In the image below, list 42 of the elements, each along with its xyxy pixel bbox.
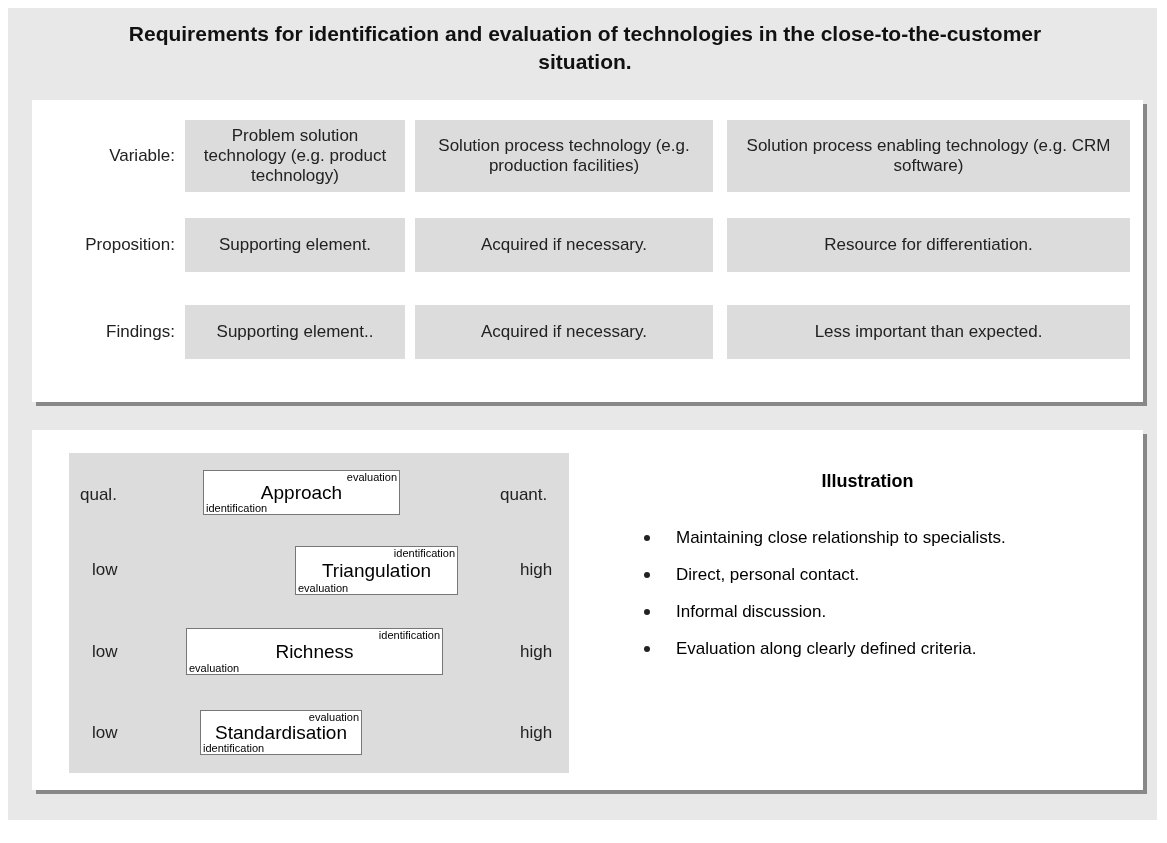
table-cell: Problem solution technology (e.g. product technology) bbox=[185, 120, 405, 192]
scale-label: quant. bbox=[500, 484, 549, 506]
title: Requirements for identification and evaluation of technologies in the close-to-the-customer situation. bbox=[127, 21, 1043, 75]
scale-bar bbox=[200, 710, 362, 755]
row-label: Proposition: bbox=[84, 234, 175, 256]
bullet-text: Informal discussion. bbox=[676, 602, 827, 622]
bar-label: Approach bbox=[259, 481, 344, 504]
table-cell: Resource for differentiation. bbox=[727, 218, 1130, 272]
table-cell: Solution process enabling technology (e.g. CRM software) bbox=[727, 120, 1130, 192]
corner-label: evaluation bbox=[308, 711, 359, 723]
table-cell: Supporting element. bbox=[185, 218, 405, 272]
row-label: Findings: bbox=[105, 321, 175, 343]
scale-bar bbox=[203, 470, 400, 515]
scale-label: low bbox=[92, 559, 119, 581]
bar-label: Triangulation bbox=[320, 559, 433, 582]
table-cell: Less important than expected. bbox=[727, 305, 1130, 359]
corner-label: evaluation bbox=[298, 582, 349, 594]
scale-bar bbox=[295, 546, 458, 595]
corner-label: identification bbox=[203, 742, 265, 754]
scale-bar bbox=[186, 628, 443, 675]
table-cell: Supporting element.. bbox=[185, 305, 405, 359]
bullet-text: Evaluation along clearly defined criteria. bbox=[676, 639, 977, 659]
scale-label: high bbox=[520, 641, 554, 663]
table-cell: Acquired if necessary. bbox=[415, 305, 713, 359]
corner-label: identification bbox=[393, 547, 455, 559]
bar-label: Standardisation bbox=[213, 721, 348, 744]
bar-label: Richness bbox=[274, 640, 355, 663]
bullet-text: Direct, personal contact. bbox=[676, 565, 860, 585]
corner-label: evaluation bbox=[189, 662, 240, 674]
scale-label: qual. bbox=[80, 484, 118, 506]
scale-label: high bbox=[520, 559, 554, 581]
table-cell: Solution process technology (e.g. production facilities) bbox=[415, 120, 713, 192]
row-label: Variable: bbox=[108, 145, 175, 167]
corner-label: identification bbox=[206, 502, 268, 514]
corner-label: evaluation bbox=[346, 471, 397, 483]
bullet-text: Maintaining close relationship to specialists. bbox=[676, 528, 1006, 548]
scale-label: high bbox=[520, 722, 554, 744]
box-heading: Illustration bbox=[820, 471, 915, 492]
table-cell: Acquired if necessary. bbox=[415, 218, 713, 272]
scale-label: low bbox=[92, 641, 119, 663]
scale-label: low bbox=[92, 722, 119, 744]
corner-label: identification bbox=[378, 629, 440, 641]
